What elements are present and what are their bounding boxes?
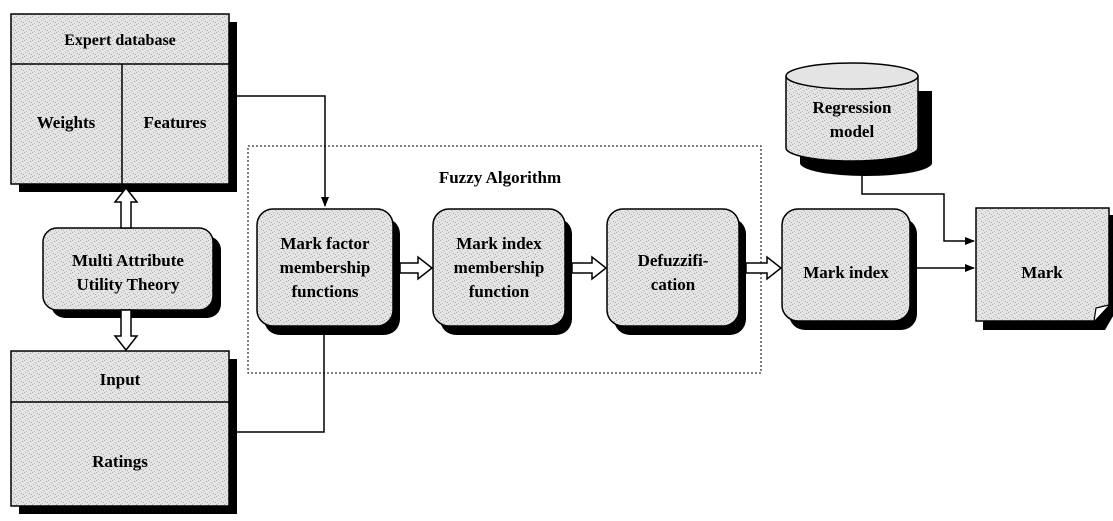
features-label: Features xyxy=(144,113,207,132)
expert-database-box xyxy=(10,13,230,185)
mark-factor-box: Mark factor membership functions xyxy=(256,208,400,335)
maut-line2: Utility Theory xyxy=(76,275,180,294)
input-database-box xyxy=(10,350,230,507)
mark-index-box: Mark index xyxy=(781,208,917,330)
regression-to-mark-connector xyxy=(861,166,975,245)
regression-line2: model xyxy=(830,122,875,141)
mark-index-membership-line2: membership xyxy=(454,258,545,277)
input-title: Input xyxy=(100,370,141,389)
ratings-label: Ratings xyxy=(92,452,148,471)
maut-up-double-arrow xyxy=(113,186,139,229)
maut-line1: Multi Attribute xyxy=(72,251,184,270)
flow-arrow-1 xyxy=(399,255,434,281)
mark-factor-line3: functions xyxy=(291,282,358,301)
flow-arrow-3 xyxy=(745,255,783,281)
fuzzy-algorithm-frame xyxy=(247,145,762,374)
mark-factor-line2: membership xyxy=(280,258,371,277)
flow-arrow-2 xyxy=(571,255,608,281)
fuzzy-algorithm-title: Fuzzy Algorithm xyxy=(439,168,561,187)
mark-factor-line1: Mark factor xyxy=(280,234,370,253)
defuzzification-line2: cation xyxy=(651,275,696,294)
weights-label: Weights xyxy=(37,113,96,132)
expert-database-block: Expert database Weights Features xyxy=(10,13,237,192)
input-database-block: Input Ratings xyxy=(10,350,237,514)
mark-label: Mark xyxy=(1021,263,1063,282)
maut-block: Multi Attribute Utility Theory xyxy=(42,227,221,318)
mark-document-box: Mark xyxy=(975,207,1113,330)
regression-line1: Regression xyxy=(812,98,892,117)
expert-database-title: Expert database xyxy=(64,32,176,49)
regression-model-cylinder: Regression model xyxy=(785,62,932,176)
mark-index-label: Mark index xyxy=(803,263,889,282)
input-to-fuzzy-connector xyxy=(229,325,325,433)
mark-index-membership-line1: Mark index xyxy=(456,234,542,253)
defuzzification-line1: Defuzzifi- xyxy=(638,251,709,270)
maut-down-double-arrow xyxy=(113,309,139,352)
mark-index-membership-line3: function xyxy=(469,282,530,301)
mark-index-membership-box: Mark index membership function xyxy=(432,208,572,335)
expert-to-fuzzy-connector xyxy=(229,95,329,207)
defuzzification-box: Defuzzifi- cation xyxy=(606,208,746,335)
